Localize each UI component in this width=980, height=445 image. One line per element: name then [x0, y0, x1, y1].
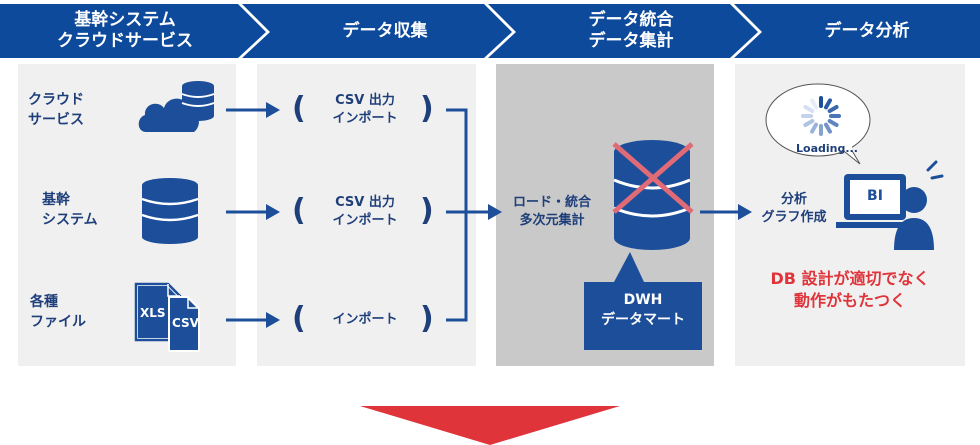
- collection-item-2: CSV 出力 インポート: [332, 195, 398, 228]
- source-cloud-label: クラウド サービス: [28, 92, 84, 128]
- database-icon: [141, 178, 199, 244]
- flow-arrows: [226, 102, 752, 328]
- bi-user-icon: [836, 160, 944, 250]
- files-icon: [134, 282, 200, 352]
- loading-spinner-icon: [801, 96, 841, 136]
- loading-text: Loading...: [796, 142, 858, 155]
- collection-panel: [257, 64, 476, 366]
- bracket-open: (: [292, 301, 306, 336]
- bracket-close: ): [420, 91, 434, 126]
- analysis-label: 分析 グラフ作成: [761, 192, 827, 225]
- header-step-2-shape: [242, 4, 512, 58]
- bi-label: BI: [867, 188, 883, 204]
- dwh-callout: DWH データマート: [601, 292, 685, 328]
- speech-bubble: [765, 83, 871, 165]
- down-arrow-icon: [360, 406, 620, 445]
- header-band: [0, 4, 980, 58]
- header-step-1: 基幹システム クラウドサービス: [57, 10, 193, 51]
- header-step-4-shape: [734, 4, 980, 58]
- cross-icon: [612, 142, 694, 214]
- bracket-open: (: [292, 91, 306, 126]
- header-step-4: データ分析: [824, 20, 910, 41]
- header-step-2: データ収集: [342, 20, 428, 41]
- source-core-label: 基幹 システム: [42, 192, 98, 228]
- dwh-database-icon: [613, 140, 691, 250]
- bracket-close: ): [420, 193, 434, 228]
- header-step-3-shape: [488, 4, 758, 58]
- file-csv-label: CSV: [172, 316, 199, 330]
- file-xls-label: XLS: [140, 306, 166, 320]
- header-step-3: データ統合 データ集計: [588, 10, 674, 51]
- dwh-callout-shape: [584, 252, 702, 350]
- header-step-1-shape: [0, 4, 266, 58]
- collection-item-3: インポート: [332, 312, 398, 327]
- bracket-open: (: [292, 193, 306, 228]
- problem-text: DB 設計が適切でなく 動作がもたつく: [770, 269, 930, 310]
- collection-item-1: CSV 出力 インポート: [332, 93, 398, 126]
- bracket-close: ): [420, 301, 434, 336]
- source-files-label: 各種 ファイル: [30, 294, 86, 330]
- cloud-database-icon: [138, 81, 215, 132]
- integration-label: ロード・統合 多次元集計: [512, 195, 591, 228]
